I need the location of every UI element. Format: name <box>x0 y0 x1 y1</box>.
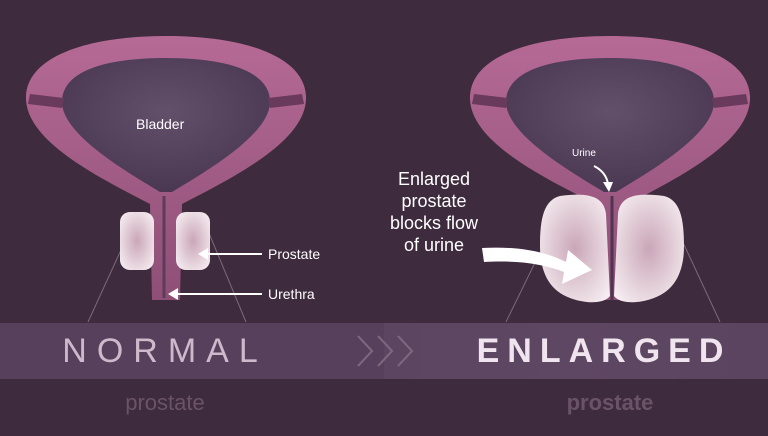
enlarged-title: ENLARGED <box>476 332 732 370</box>
normal-diagram <box>25 36 307 323</box>
prostate-arrow <box>198 248 262 260</box>
urine-arrowhead <box>603 182 613 192</box>
wall-band-left-enlarged <box>472 94 508 108</box>
enlarged-subtitle: prostate <box>566 390 654 415</box>
blocks-line-1: Enlarged <box>397 169 471 189</box>
title-band-left <box>0 323 384 379</box>
blocks-line-2: prostate <box>401 191 467 211</box>
urethra-arrow <box>168 288 262 300</box>
prostate-lobe-left-enlarged <box>540 194 610 303</box>
normal-title: NORMAL <box>62 332 268 370</box>
wall-band-left <box>28 94 64 108</box>
support-line-right <box>205 225 247 323</box>
enlarged-diagram <box>469 36 751 323</box>
prostate-lobe-left <box>120 212 154 270</box>
urethra-label: Urethra <box>268 286 315 302</box>
prostate-label: Prostate <box>268 246 321 262</box>
triple-chevron-right-icon <box>357 335 414 367</box>
urine-label: Urine <box>572 148 596 159</box>
wall-band-right-enlarged <box>712 94 748 108</box>
blocks-line-3: blocks flow <box>389 213 479 233</box>
bladder-cavity <box>61 58 271 192</box>
support-line-right-enlarged <box>679 235 721 323</box>
prostate-lobe-right <box>176 212 210 270</box>
bladder-cavity-enlarged <box>505 58 715 192</box>
blocks-arrow <box>482 247 592 284</box>
wall-band-right <box>268 94 304 108</box>
normal-subtitle: prostate <box>125 390 205 415</box>
bladder-label: Bladder <box>136 116 185 132</box>
prostate-lobe-right-enlarged <box>614 194 684 303</box>
blocks-flow-caption: Enlarged prostate blocks flow of urine <box>372 168 496 256</box>
title-band <box>384 323 768 379</box>
blocks-line-4: of urine <box>403 235 465 255</box>
